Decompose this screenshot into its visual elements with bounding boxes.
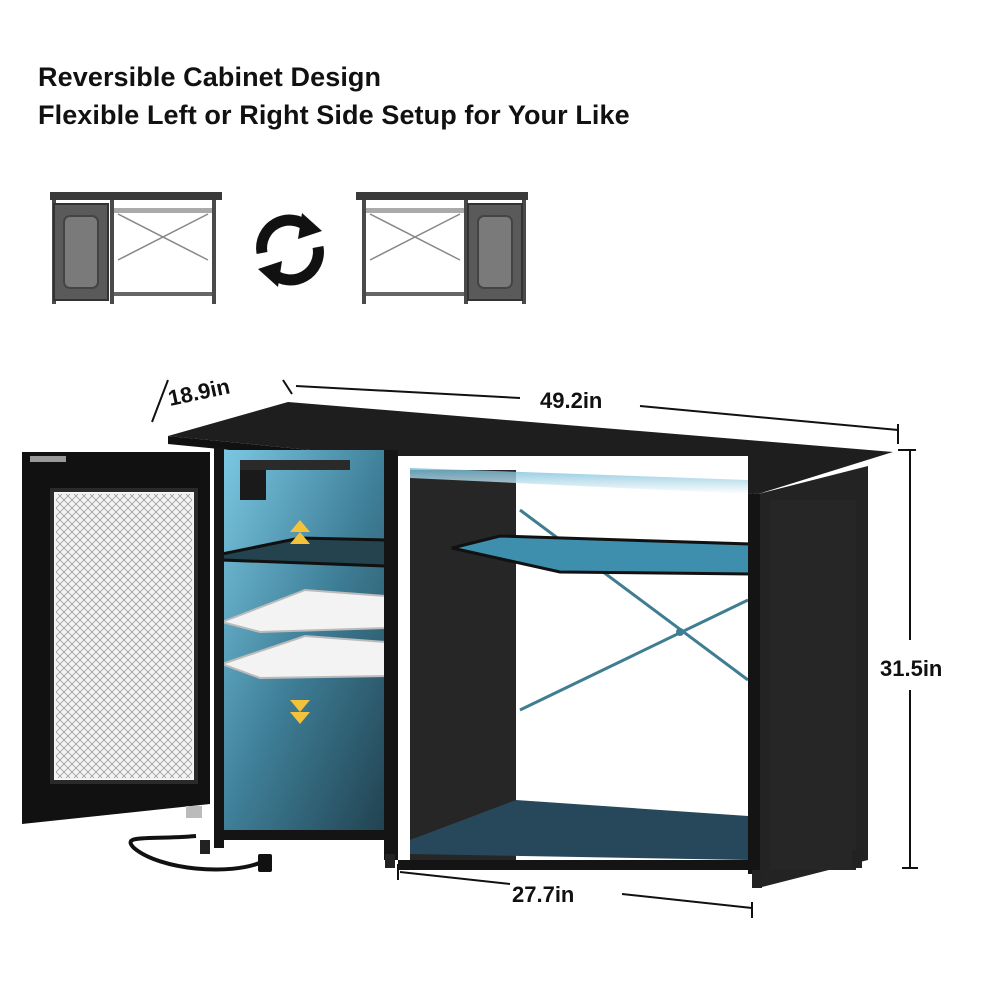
- height-dimension: 31.5in: [880, 449, 942, 869]
- cabinet-door-right-icon: [356, 192, 528, 304]
- swap-arrows-icon: [256, 213, 324, 287]
- width-label: 49.2in: [540, 388, 602, 413]
- depth-label: 18.9in: [166, 373, 232, 410]
- headline-line-2: Flexible Left or Right Side Setup for Yo…: [38, 100, 630, 130]
- cabinet-product-figure: 18.9in 49.2in 31.5in 27.7in: [22, 373, 942, 918]
- inner-width-label: 27.7in: [512, 882, 574, 907]
- headline-line-1: Reversible Cabinet Design: [38, 62, 382, 92]
- height-label: 31.5in: [880, 656, 942, 681]
- inner-width-dimension: 27.7in: [397, 864, 753, 918]
- cabinet-door-left-icon: [50, 192, 222, 304]
- width-dimension: 49.2in: [295, 385, 899, 444]
